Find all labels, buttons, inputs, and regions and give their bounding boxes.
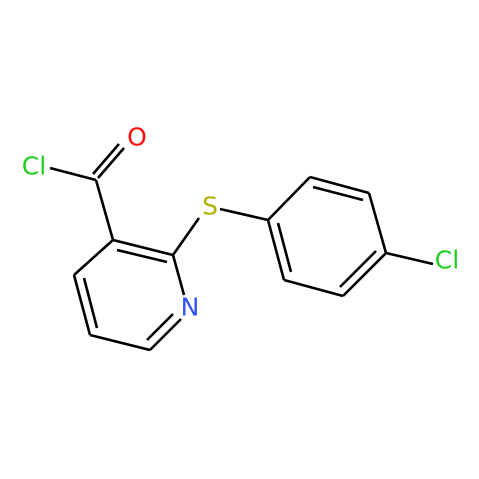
bond-ring-c3-c2-inner (116, 248, 168, 264)
bond-ph-c6-c1-inner (276, 222, 293, 273)
bond-ph-c2-c3 (309, 175, 370, 195)
atom-label-carbonyl-oxygen: O (127, 123, 147, 152)
atom-label-aryl-chlorine: Cl (435, 246, 459, 275)
bond-carbonyl-ring (94, 179, 115, 241)
bond-ph-c5-c6 (283, 278, 344, 298)
bond-s-phenyl (219, 207, 269, 222)
atom-label-pyridine-nitrogen: N (181, 293, 200, 322)
bond-ring-c2-n (171, 254, 186, 296)
bond-ph-c4-c5-inner (339, 250, 377, 288)
bond-ring-c3-c2 (112, 238, 174, 257)
bond-ring-c5-c4 (72, 274, 92, 336)
bond-ring-n-c6 (149, 318, 182, 351)
bond-c2-s (171, 217, 201, 256)
bond-ph-c3-c4 (367, 192, 388, 254)
bond-ph-c1-c2 (267, 176, 311, 221)
bond-layer (49, 143, 434, 352)
bond-c-o-double-a (97, 147, 125, 179)
bond-c-cl (49, 166, 97, 182)
bond-c-o-double-b (92, 143, 120, 175)
bond-ring-c4-c3 (73, 239, 114, 276)
bond-ph-c4-c5 (342, 252, 387, 297)
bond-ph-cl (385, 251, 434, 266)
bond-ph-c6-c1 (266, 219, 286, 281)
bond-ring-n-c6-inner (146, 313, 174, 341)
atom-label-sulfur: S (202, 192, 218, 221)
atom-label-acyl-chlorine: Cl (22, 152, 46, 181)
atom-label-layer: O Cl S N Cl (22, 123, 459, 322)
bond-ring-c5-c4-inner (82, 277, 99, 329)
bond-ring-c6-c5 (89, 333, 151, 352)
bond-ph-c2-c3-inner (312, 185, 364, 202)
